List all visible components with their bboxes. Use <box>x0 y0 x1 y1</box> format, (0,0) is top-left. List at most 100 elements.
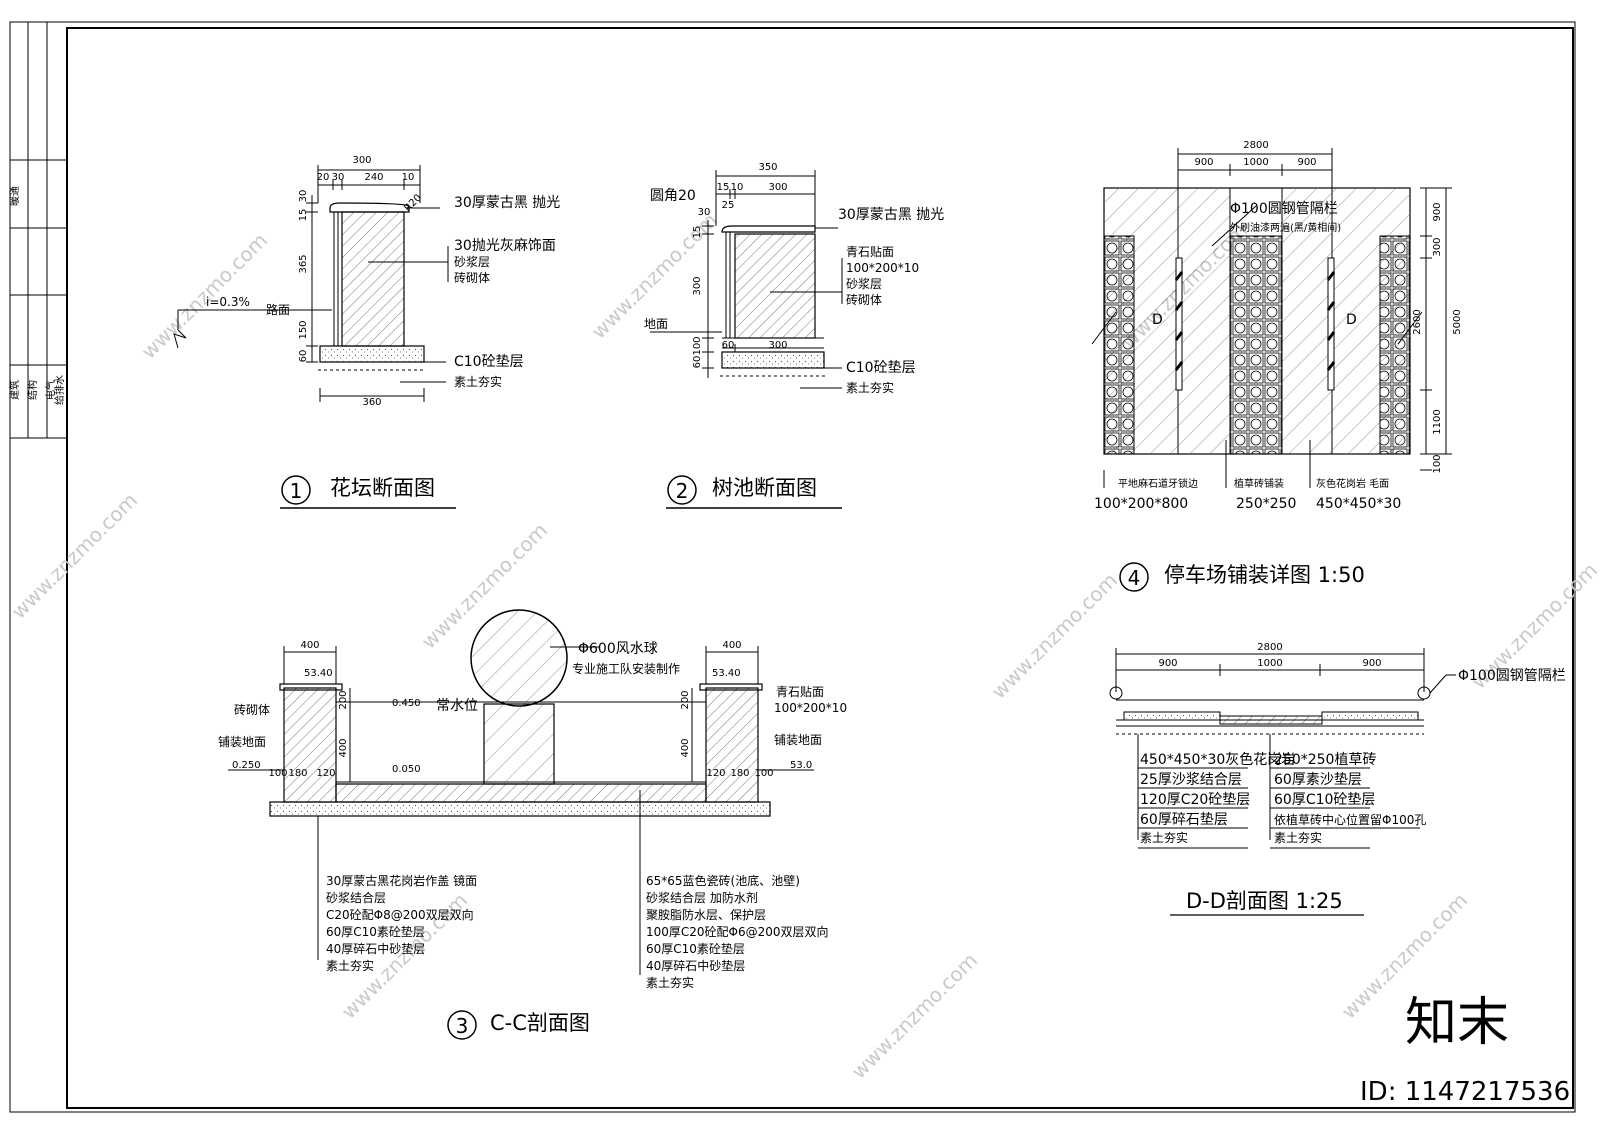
dim: 300 <box>352 155 371 166</box>
dim: 60 <box>298 350 309 363</box>
label: 100*200*10 <box>774 701 847 715</box>
dim: 2800 <box>1243 140 1268 151</box>
callout: C10砼垫层 <box>846 360 916 376</box>
ball-label: Φ600风水球 <box>578 641 658 657</box>
note: 素土夯实 <box>1140 830 1188 845</box>
dim: 2800 <box>1257 642 1282 653</box>
rail-label: Φ100圆钢管隔栏 <box>1230 201 1338 217</box>
callout: 砖砌体 <box>846 292 882 307</box>
material-label: 平地麻石道牙锁边 <box>1118 477 1198 490</box>
detail-title: C-C剖面图 <box>490 1011 590 1035</box>
dim: 1000 <box>1243 157 1268 168</box>
note: 40厚碎石中砂垫层 <box>646 958 745 973</box>
dim: 900 <box>1362 658 1381 669</box>
callout: 30厚蒙古黑 抛光 <box>454 195 560 211</box>
elevation: 0.050 <box>392 764 421 775</box>
detail-number-circle <box>1119 562 1149 592</box>
dim: 20 <box>317 172 330 183</box>
detail-title: 花坛断面图 <box>330 476 435 500</box>
elevation: 53.40 <box>712 668 741 679</box>
section-mark: D <box>1152 312 1163 328</box>
dim: 60 <box>722 340 735 351</box>
callout: 砂浆层 <box>454 254 490 269</box>
note: 素土夯实 <box>646 975 694 990</box>
material-size: 100*200*800 <box>1094 496 1188 512</box>
material-size: 250*250 <box>1236 496 1296 512</box>
dim: R20 <box>402 192 424 214</box>
detail-parking-plan-labels: 2800 900 1000 900 900 300 2600 1100 100 … <box>1094 140 1463 592</box>
watermark-url: www.znzmo.com <box>847 948 983 1084</box>
dim: 240 <box>364 172 383 183</box>
dim: 15 <box>717 182 730 193</box>
watermark-id: ID: 1147217536 <box>1360 1077 1570 1107</box>
dim: 300 <box>768 182 787 193</box>
detail-parking-plan <box>1091 148 1452 488</box>
detail-title: 树池断面图 <box>712 476 817 500</box>
elevation: 0.450 <box>392 698 421 709</box>
road-label: 路面 <box>266 302 290 317</box>
dim: 120 <box>316 768 335 779</box>
label: 铺装地面 <box>774 733 822 747</box>
detail-number: 2 <box>676 479 689 503</box>
dim: 180 <box>730 768 749 779</box>
dim: 30 <box>298 190 309 203</box>
dim: 2600 <box>1412 309 1423 334</box>
detail-number-circle <box>667 475 697 505</box>
note: 素土夯实 <box>326 958 374 973</box>
watermark-url: www.znzmo.com <box>987 568 1123 704</box>
callout: 30厚蒙古黑 抛光 <box>838 207 944 223</box>
slope-label: i=0.3% <box>206 295 250 309</box>
note: 120厚C20砼垫层 <box>1140 792 1250 808</box>
dim: 400 <box>338 738 349 757</box>
detail-number: 1 <box>290 479 303 503</box>
callout: 砖砌体 <box>454 270 490 285</box>
callout: 100*200*10 <box>846 261 919 275</box>
note: 25厚沙浆结合层 <box>1140 772 1242 788</box>
detail-title: D-D剖面图 1:25 <box>1186 889 1343 913</box>
note: 砂浆结合层 <box>326 890 386 905</box>
dim: 300 <box>692 276 703 295</box>
title-block: 暖通 建筑 结构 电气 给排水 <box>8 186 66 405</box>
dim: 400 <box>680 738 691 757</box>
watermark-url: www.znzmo.com <box>137 228 273 364</box>
detail-tree-pit-labels: 350 15 10 300 25 30 圆角20 15 300 100 60 6… <box>644 162 944 509</box>
corner-label: 圆角20 <box>650 188 696 204</box>
dim: 400 <box>300 640 319 651</box>
dim: 120 <box>706 768 725 779</box>
elevation: 53.0 <box>790 760 812 771</box>
note: 60厚C10素砼垫层 <box>646 941 745 956</box>
note: 砂浆结合层 加防水剂 <box>646 890 758 905</box>
ball-sublabel: 专业施工队安装制作 <box>572 661 680 676</box>
title-block-label: 结构 <box>26 380 39 400</box>
note: 素土夯实 <box>1274 830 1322 845</box>
ground-label: 地面 <box>644 317 668 331</box>
section-mark: D <box>1346 312 1357 328</box>
detail-cc-section-labels: 400 400 200 400 200 400 100 180 120 120 … <box>218 640 847 1040</box>
dim: 360 <box>362 397 381 408</box>
detail-flower-bed-labels: 300 20 30 240 10 R20 30 15 365 150 60 36… <box>206 155 560 509</box>
detail-dd-section-labels: 2800 900 1000 900 Φ100圆钢管隔栏 450*450*30灰色… <box>1140 642 1566 913</box>
dim: 900 <box>1297 157 1316 168</box>
dim: 1000 <box>1257 658 1282 669</box>
label: 青石贴面 <box>776 685 824 699</box>
note: 40厚碎石中砂垫层 <box>326 941 425 956</box>
elevation: 53.40 <box>304 668 333 679</box>
title-block-label: 建筑 <box>8 380 21 400</box>
watermark-logo: 知末 <box>1405 993 1509 1053</box>
title-block-label: 给排水 <box>53 375 66 405</box>
dim: 300 <box>1432 237 1443 256</box>
material-label: 植草砖铺装 <box>1234 477 1284 490</box>
callout: 素土夯实 <box>454 374 502 389</box>
dim: 10 <box>402 172 415 183</box>
dim: 100 <box>268 768 287 779</box>
dim: 100 <box>1432 454 1443 473</box>
dim: 1100 <box>1432 409 1443 434</box>
note: 聚胺脂防水层、保护层 <box>646 907 766 922</box>
dim: 900 <box>1194 157 1213 168</box>
material-label: 灰色花岗岩 毛面 <box>1316 477 1389 490</box>
note: 65*65蓝色瓷砖(池底、池壁) <box>646 873 800 888</box>
callout: 砂浆层 <box>846 276 882 291</box>
dim: 25 <box>722 200 735 211</box>
note: 60厚素沙垫层 <box>1274 772 1362 788</box>
